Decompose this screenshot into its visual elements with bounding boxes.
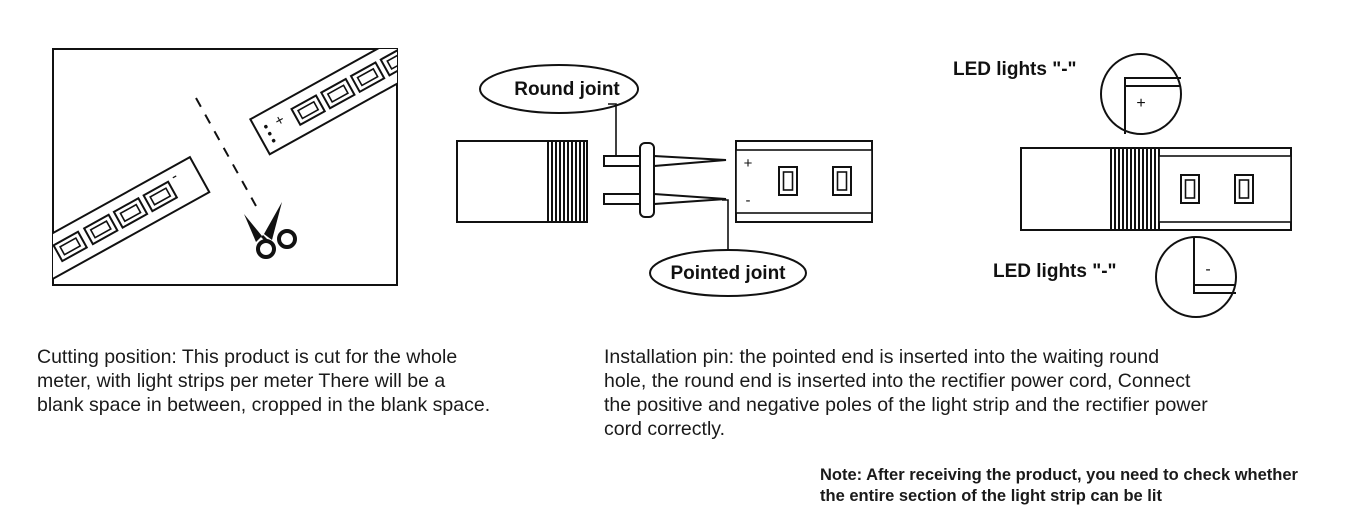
installation-line: Installation pin: the pointed end is ins… (604, 346, 1160, 368)
pointed-joint-leader (722, 199, 729, 250)
plug-ribs (547, 141, 585, 222)
cutting-line: blank space in between, cropped in the b… (37, 394, 491, 416)
led-chip (1234, 174, 1254, 204)
led-minus-sign: - (1205, 261, 1210, 278)
pointed-joint-label: Pointed joint (670, 263, 786, 284)
joint-minus-sign: - (746, 192, 751, 209)
led-top-label: LED lights "-" (953, 59, 1077, 80)
cut-line (195, 97, 257, 207)
note-line: the entire section of the light strip ca… (820, 487, 1162, 505)
rectifier-plug (456, 140, 588, 223)
cutting-line: Cutting position: This product is cut fo… (37, 346, 458, 368)
round-joint-bubble (479, 64, 639, 114)
led-chip (832, 166, 852, 196)
strip-segment-right: + (248, 49, 397, 156)
installation-line: the positive and negative poles of the l… (604, 394, 1208, 416)
led-panel: + LED lights "-" - LED lights "-" (953, 53, 1292, 318)
installation-line: cord correctly. (604, 418, 725, 440)
round-joint-leader (608, 103, 617, 156)
cutting-line: meter, with light strips per meter There… (37, 370, 446, 392)
joint-plus-sign: + (744, 155, 753, 172)
led-bottom-label: LED lights "-" (993, 261, 1117, 282)
bottom-zoom-circle (1155, 236, 1237, 318)
scissors-icon (244, 202, 297, 259)
led-strip-inner (1158, 155, 1292, 223)
led-chip (1180, 174, 1200, 204)
led-plus-sign: + (1136, 95, 1145, 112)
strip-segment-left: - (53, 155, 211, 285)
round-joint-label: Round joint (514, 79, 620, 100)
top-zoom-circle (1100, 53, 1182, 135)
installation-description: Installation pin: the pointed end is ins… (604, 345, 1324, 441)
note: Note: After receiving the product, you n… (820, 465, 1350, 507)
cutting-panel: - + (52, 48, 398, 286)
led-connector-ribs (1110, 148, 1156, 230)
joint-panel: + - Round joint Pointed joint (456, 64, 873, 297)
cutting-description: Cutting position: This product is cut fo… (37, 345, 577, 417)
connector-pin (603, 142, 727, 218)
note-line: Note: After receiving the product, you n… (820, 466, 1298, 484)
led-chip (778, 166, 798, 196)
installation-line: hole, the round end is inserted into the… (604, 370, 1191, 392)
